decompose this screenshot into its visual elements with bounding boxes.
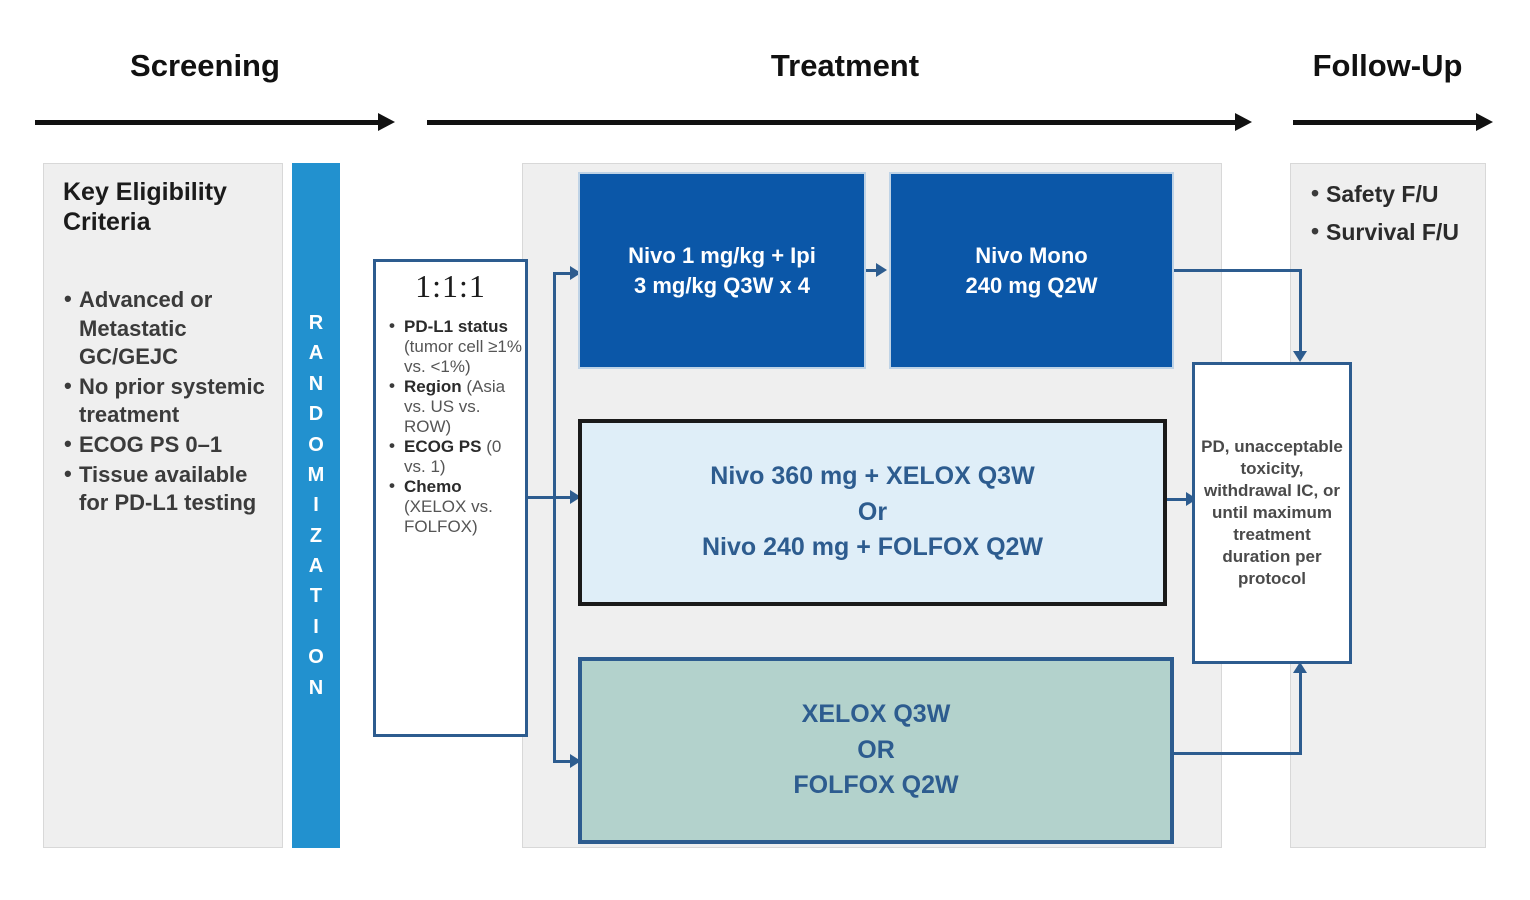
arrow-to-nivo-ipi xyxy=(570,266,581,280)
factor-name: Region xyxy=(404,377,462,397)
factor-detail: (0 vs. 1) xyxy=(404,437,502,477)
randomization-letter: T xyxy=(309,585,323,608)
randomization-letter: R xyxy=(308,311,324,334)
list-item: Region (Asia vs. US vs. ROW) xyxy=(388,376,526,437)
randomization-letter: I xyxy=(313,494,319,517)
randomization-bar: R A N D O M I Z A T I O N xyxy=(292,163,340,848)
arrow-into-discontinuation-top xyxy=(1293,351,1307,362)
followup-bullet-list: Safety F/U Survival F/U xyxy=(1310,179,1486,256)
connector-spine xyxy=(553,272,556,762)
connector-ipi-to-mono xyxy=(866,269,880,272)
connector-trunk-stub xyxy=(528,496,556,499)
arm-nivo-ipi: Nivo 1 mg/kg + Ipi 3 mg/kg Q3W x 4 xyxy=(578,172,866,369)
list-item: ECOG PS (0 vs. 1) xyxy=(388,436,526,477)
phase-title-followup: Follow-Up xyxy=(1312,48,1463,83)
arrow-into-discontinuation-left xyxy=(1186,492,1197,506)
list-item: Safety F/U xyxy=(1310,179,1486,208)
list-item: Tissue available for PD-L1 testing xyxy=(63,460,279,518)
randomization-letter: A xyxy=(308,555,324,578)
screening-arrow xyxy=(35,113,395,131)
factor-name: ECOG PS xyxy=(404,437,482,457)
randomization-letter: N xyxy=(308,372,324,395)
connector-to-nivo-chemo xyxy=(553,496,575,499)
randomization-letter: M xyxy=(307,463,325,486)
arrow-to-nivo-chemo xyxy=(570,490,581,504)
randomization-ratio: 1:1:1 xyxy=(415,268,486,304)
phase-title-treatment: Treatment xyxy=(770,48,920,83)
connector-chemo-up xyxy=(1299,672,1302,755)
list-item: Survival F/U xyxy=(1310,217,1486,246)
list-item: PD-L1 status (tumor cell ≥1% vs. <1%) xyxy=(388,316,526,377)
list-item: Advanced or Metastatic GC/GEJC xyxy=(63,285,279,372)
randomization-letter: O xyxy=(308,433,324,456)
factor-detail: (Asia vs. US vs. ROW) xyxy=(404,377,506,437)
randomization-letter: O xyxy=(308,646,324,669)
list-item: ECOG PS 0–1 xyxy=(63,430,279,460)
randomization-letter: D xyxy=(308,403,324,426)
connector-mono-down xyxy=(1299,269,1302,354)
arrow-ipi-to-mono xyxy=(876,263,887,277)
arm-nivo-chemo: Nivo 360 mg + XELOX Q3W Or Nivo 240 mg +… xyxy=(578,419,1167,606)
stratification-factor-list: PD-L1 status (tumor cell ≥1% vs. <1%) Re… xyxy=(388,316,526,538)
connector-chemo-out xyxy=(1174,752,1302,755)
randomization-letter: I xyxy=(313,615,319,638)
randomization-letter: Z xyxy=(309,524,323,547)
connector-mono-out xyxy=(1174,269,1302,272)
arm-chemo-only: XELOX Q3W OR FOLFOX Q2W xyxy=(578,657,1174,844)
arrow-to-chemo-only xyxy=(570,754,581,768)
factor-detail: (XELOX vs. FOLFOX) xyxy=(404,497,493,537)
treatment-arrow xyxy=(427,113,1252,131)
arm-nivo-mono: Nivo Mono 240 mg Q2W xyxy=(889,172,1174,369)
stratification-box: 1:1:1 PD-L1 status (tumor cell ≥1% vs. <… xyxy=(373,259,528,737)
list-item: No prior systemic treatment xyxy=(63,372,279,430)
factor-detail: (tumor cell ≥1% vs. <1%) xyxy=(404,337,522,377)
connector-to-chemo-only xyxy=(553,760,575,763)
randomization-letter: N xyxy=(308,676,324,699)
connector-to-nivo-ipi xyxy=(553,272,575,275)
phase-title-screening: Screening xyxy=(130,48,280,83)
followup-arrow xyxy=(1293,113,1493,131)
eligibility-bullet-list: Advanced or Metastatic GC/GEJC No prior … xyxy=(63,285,279,519)
discontinuation-box: PD, unacceptable toxicity, withdrawal IC… xyxy=(1192,362,1352,664)
list-item: Chemo (XELOX vs. FOLFOX) xyxy=(388,476,526,537)
connector-nivochemo-out xyxy=(1167,498,1192,501)
factor-name: Chemo xyxy=(404,477,462,497)
factor-name: PD-L1 status xyxy=(404,317,508,336)
randomization-letter: A xyxy=(308,342,324,365)
eligibility-title: Key Eligibility Criteria xyxy=(63,178,227,236)
arrow-into-discontinuation-bottom xyxy=(1293,662,1307,673)
